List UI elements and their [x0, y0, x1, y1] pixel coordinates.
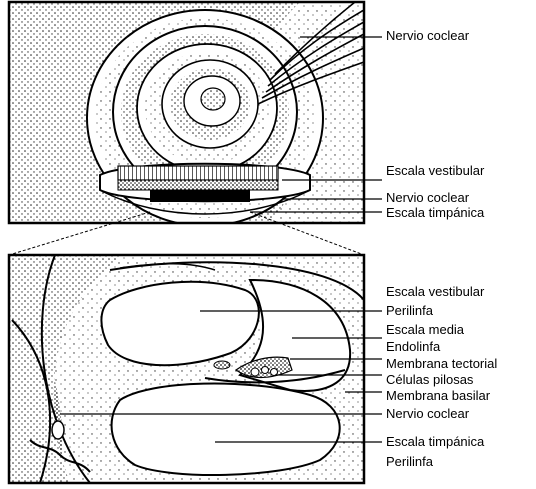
label-membrana-basilar: Membrana basilar: [386, 388, 490, 403]
label-nervio-coclear-bottom: Nervio coclear: [386, 406, 469, 421]
label-escala-media: Escala media: [386, 322, 464, 337]
label-escala-timpanica-bottom: Escala timpánica: [386, 434, 484, 449]
label-endolinfa: Endolinfa: [386, 339, 440, 354]
label-escala-timpanica-top: Escala timpánica: [386, 205, 484, 220]
label-membrana-tectorial: Membrana tectorial: [386, 356, 497, 371]
label-escala-vestibular-top: Escala vestibular: [386, 163, 484, 178]
label-perilinfa-1: Perilinfa: [386, 303, 433, 318]
top-panel: [9, 2, 364, 226]
label-nervio-coclear-mid: Nervio coclear: [386, 190, 469, 205]
label-perilinfa-2: Perilinfa: [386, 454, 433, 469]
bottom-panel: [9, 255, 364, 483]
label-celulas-pilosas: Células pilosas: [386, 372, 473, 387]
label-escala-vestibular-bottom: Escala vestibular: [386, 284, 484, 299]
label-nervio-coclear-top: Nervio coclear: [386, 28, 469, 43]
